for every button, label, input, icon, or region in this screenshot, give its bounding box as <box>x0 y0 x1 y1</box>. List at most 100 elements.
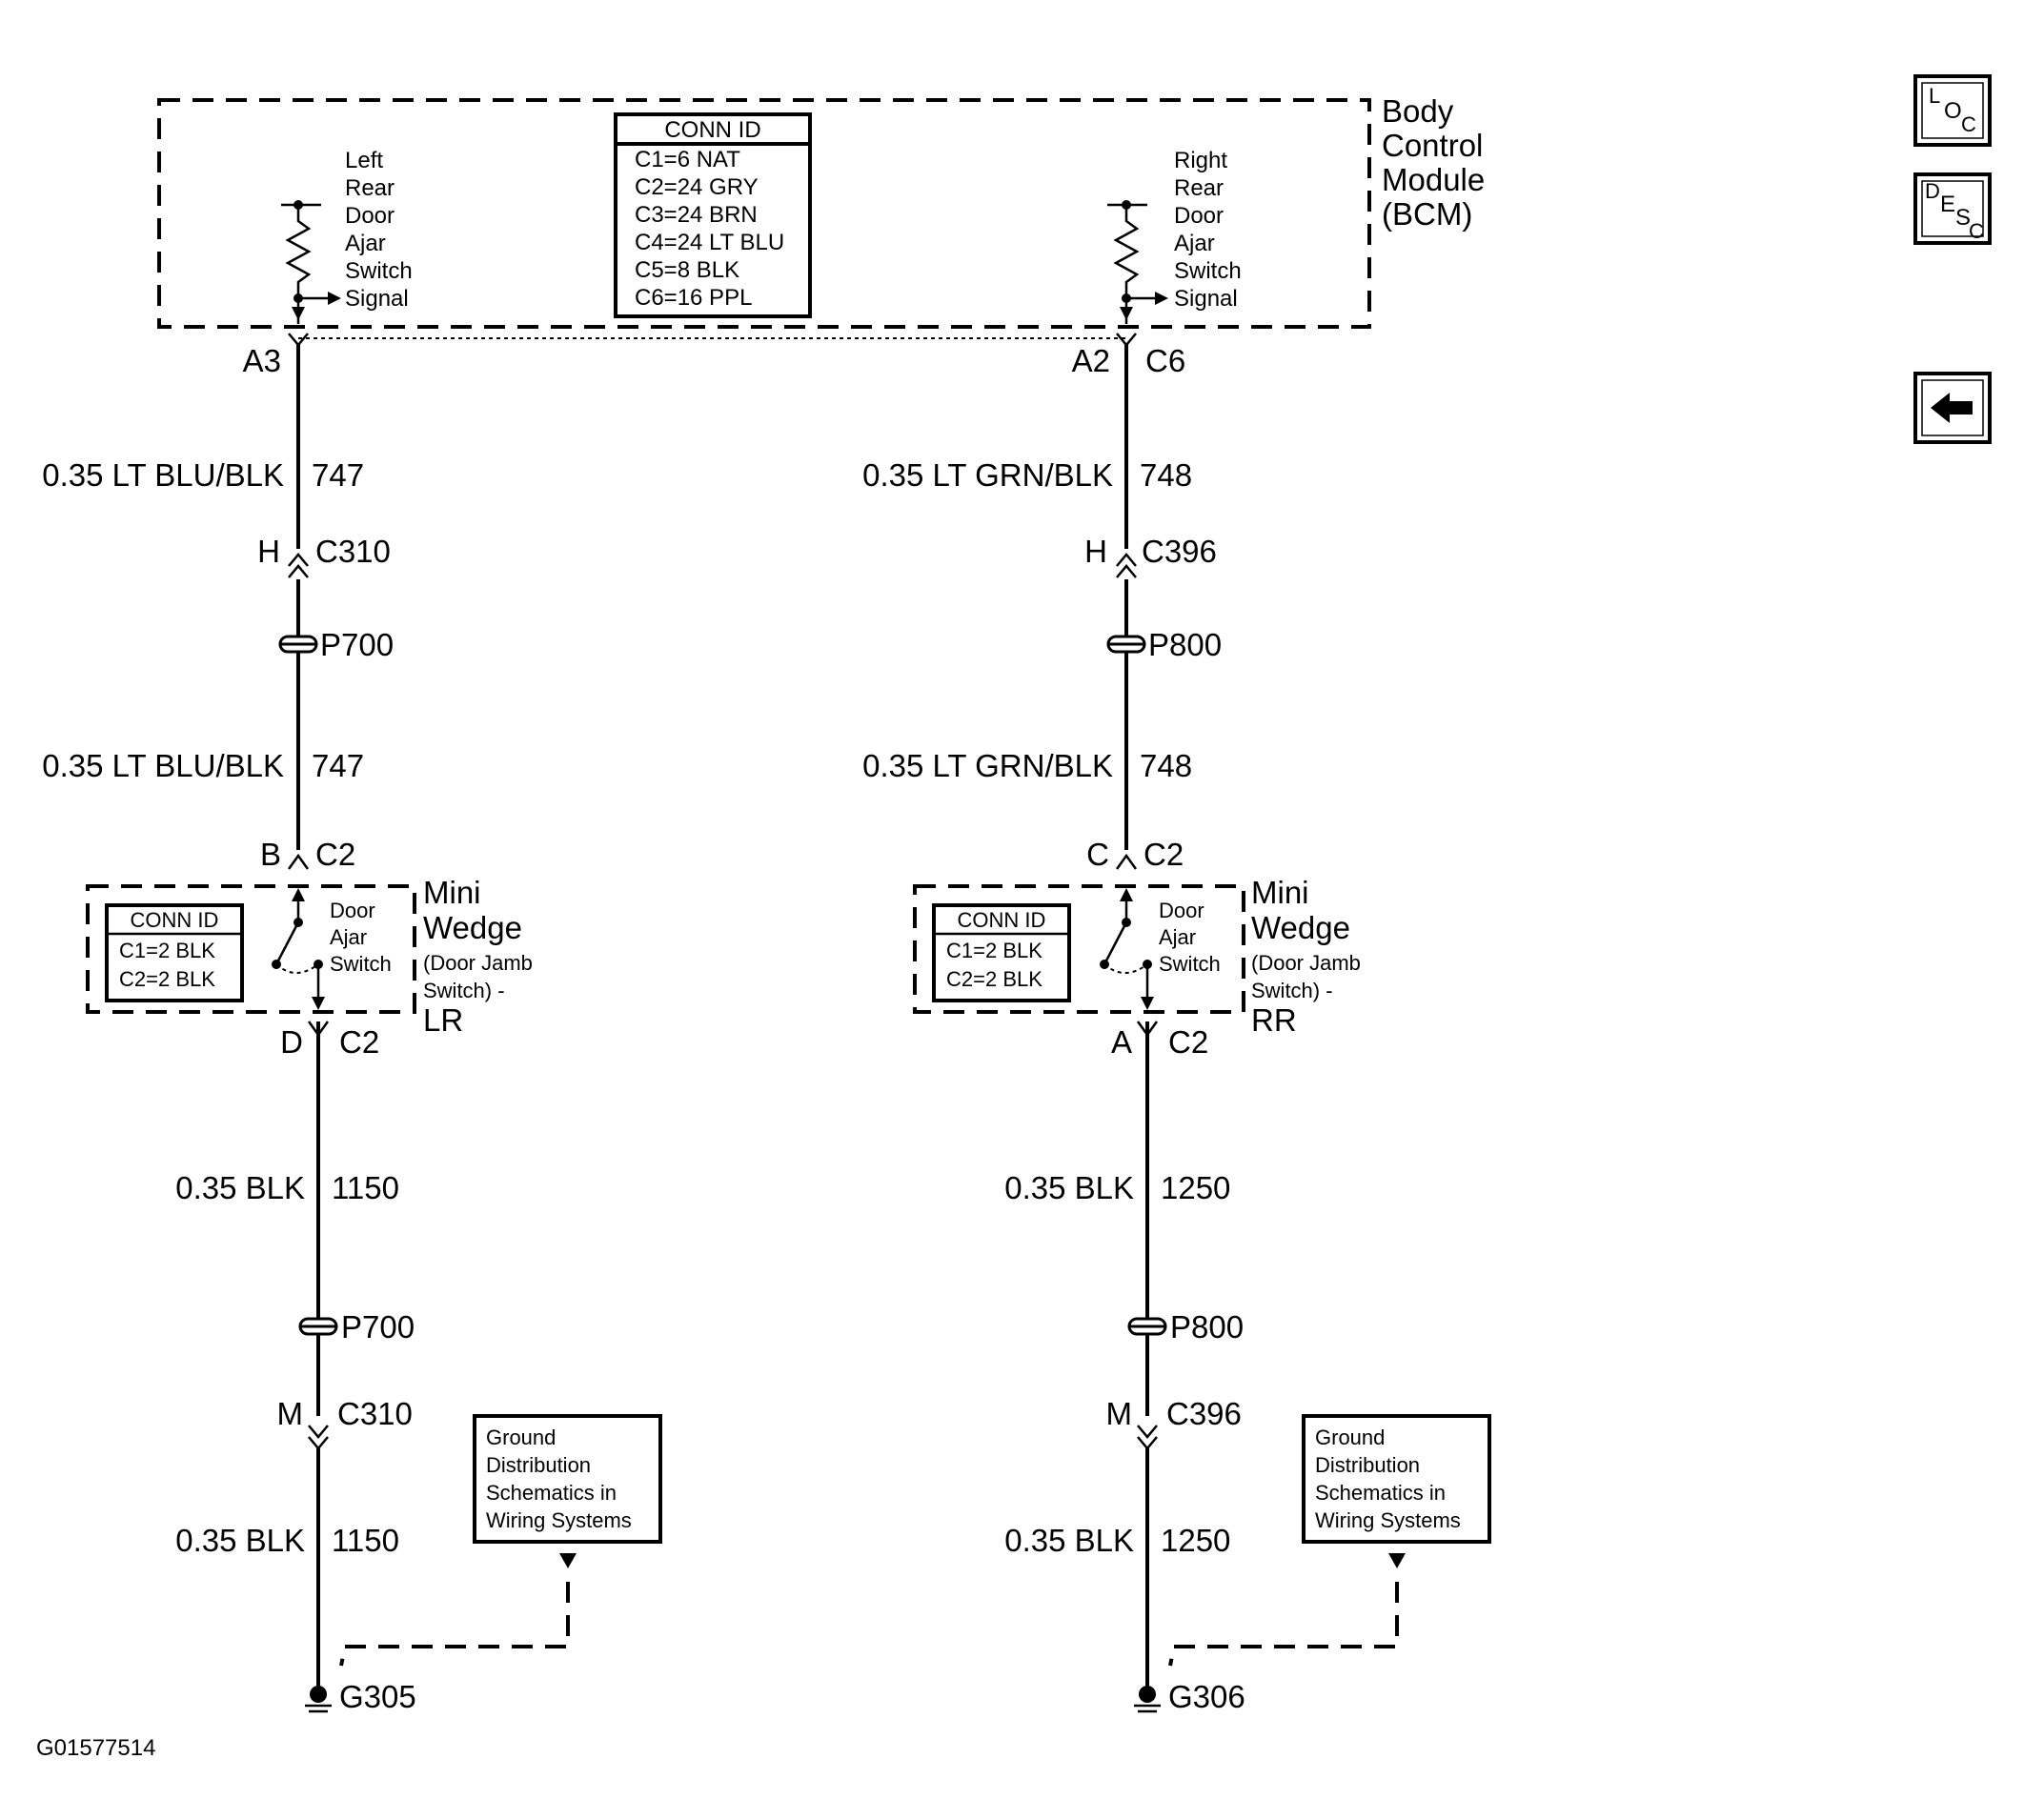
bcm-conn-id-table: CONN ID C1=6 NAT C2=24 GRY C3=24 BRN C4=… <box>614 112 812 318</box>
right-switch-sub-line: Switch) - <box>1251 979 1333 1002</box>
right-switch-in-symbol <box>1115 853 1138 870</box>
right-wire2-circuit: 748 <box>1140 748 1192 783</box>
loc-icon[interactable]: L O C <box>1913 74 1992 147</box>
desc-icon-letter: C <box>1969 219 1984 243</box>
left-wire4-circuit: 1150 <box>332 1523 399 1558</box>
left-wire3-circuit: 1150 <box>332 1170 399 1205</box>
right-conn1-id: C396 <box>1142 534 1217 569</box>
left-wire4-size-color: 0.35 BLK <box>175 1523 305 1558</box>
bcm-conn-id-row: C5=8 BLK <box>635 257 739 283</box>
bcm-title-line: (BCM) <box>1382 196 1472 232</box>
bcm-conn-id-row: C2=24 GRY <box>635 174 759 200</box>
right-switch-in-id: C2 <box>1144 837 1184 872</box>
right-switch-conn-row: C1=2 BLK <box>946 939 1042 962</box>
bcm-conn-id-row: C6=16 PPL <box>635 285 752 311</box>
right-bcm-conn: C6 <box>1145 343 1185 378</box>
left-switch-conn-header: CONN ID <box>131 908 219 932</box>
loc-icon-letter: C <box>1961 112 1976 136</box>
left-switch-label-line: Door <box>330 899 375 922</box>
bcm-module: Body Control Module (BCM) CONN ID C1=6 N… <box>157 93 1485 339</box>
right-switch-conn-row: C2=2 BLK <box>946 967 1042 991</box>
left-switch-conn-row: C2=2 BLK <box>119 967 215 991</box>
left-switch-name-line: Wedge <box>423 910 522 945</box>
right-switch-conn-header: CONN ID <box>958 908 1046 932</box>
right-signal-label-line: Rear <box>1174 175 1224 201</box>
desc-icon-letter: E <box>1940 192 1955 217</box>
right-switch-out-id: C2 <box>1168 1024 1208 1060</box>
right-circuit: A2 C6 0.35 LT GRN/BLK 748 H C396 P800 0.… <box>862 333 1491 1714</box>
right-signal-label-line: Door <box>1174 203 1224 229</box>
right-conn2-symbol <box>1137 1425 1158 1450</box>
left-splice1-label: P700 <box>320 627 394 662</box>
left-conn2-id: C310 <box>337 1396 413 1431</box>
right-wire1-size-color: 0.35 LT GRN/BLK <box>862 457 1113 493</box>
right-ground-symbol <box>1134 1686 1161 1713</box>
left-wire1-circuit: 747 <box>312 457 364 493</box>
left-splice2-symbol <box>298 1317 338 1336</box>
right-ground-note-line: Wiring Systems <box>1315 1508 1461 1532</box>
right-switch-in-pin: C <box>1086 837 1109 872</box>
left-signal-circuit: Left Rear Door Ajar Switch Signal <box>281 148 413 324</box>
left-switch-name-line: Mini <box>423 875 481 910</box>
loc-icon-letter: O <box>1944 98 1962 124</box>
bcm-title-line: Body <box>1382 93 1454 129</box>
right-wire3-circuit: 1250 <box>1161 1170 1230 1205</box>
left-wire2-circuit: 747 <box>312 748 364 783</box>
right-signal-label-line: Ajar <box>1174 231 1215 256</box>
left-wire2-size-color: 0.35 LT BLU/BLK <box>42 748 284 783</box>
left-ground-note-line: Wiring Systems <box>486 1508 632 1532</box>
desc-icon-letter: S <box>1955 205 1971 231</box>
right-ground-note-line: Ground <box>1315 1426 1385 1449</box>
left-switch-out-pin: D <box>280 1024 303 1060</box>
right-switch-name-line: Mini <box>1251 875 1309 910</box>
left-switch-conn-row: C1=2 BLK <box>119 939 215 962</box>
right-wire4-size-color: 0.35 BLK <box>1004 1523 1134 1558</box>
back-arrow-icon[interactable] <box>1913 372 1992 444</box>
left-signal-label-line: Rear <box>345 175 395 201</box>
left-switch-outline <box>86 884 416 1014</box>
right-signal-label-line: Switch <box>1174 258 1242 284</box>
right-switch-outline <box>913 884 1245 1014</box>
bcm-conn-id-row: C4=24 LT BLU <box>635 230 784 255</box>
bcm-conn-id-row: C3=24 BRN <box>635 202 758 228</box>
bcm-title-line: Module <box>1382 162 1485 197</box>
left-conn1-pin: H <box>257 534 280 569</box>
left-ground-label: G305 <box>339 1679 416 1714</box>
right-splice2-symbol <box>1127 1317 1167 1336</box>
right-ground-note-line: Schematics in <box>1315 1481 1446 1505</box>
left-signal-label-line: Ajar <box>345 231 386 256</box>
left-conn1-symbol <box>288 553 309 578</box>
left-ground-note: Ground Distribution Schematics in Wiring… <box>339 1414 662 1667</box>
left-switch-out-symbol <box>307 1021 330 1038</box>
right-switch-sub-line: (Door Jamb <box>1251 951 1361 975</box>
right-door-ajar-switch: CONN ID C1=2 BLK C2=2 BLK Door Ajar Swit… <box>913 884 1245 1014</box>
left-splice2-label: P700 <box>341 1309 415 1345</box>
left-ground-symbol <box>305 1686 332 1713</box>
right-bcm-pin-symbol <box>1116 333 1137 347</box>
right-splice2-label: P800 <box>1170 1309 1244 1345</box>
right-ground-label: G306 <box>1168 1679 1245 1714</box>
figure-id: G01577514 <box>36 1735 155 1761</box>
right-switch-sub-line: RR <box>1251 1002 1297 1038</box>
loc-icon-letter: L <box>1929 84 1940 108</box>
left-conn2-symbol <box>308 1425 329 1450</box>
right-wire2-size-color: 0.35 LT GRN/BLK <box>862 748 1113 783</box>
left-door-ajar-switch: CONN ID C1=2 BLK C2=2 BLK Door Ajar Swit… <box>86 884 416 1014</box>
right-ground-note: Ground Distribution Schematics in Wiring… <box>1168 1414 1491 1667</box>
right-switch-label-line: Switch <box>1159 952 1221 976</box>
left-switch-in-pin: B <box>260 837 281 872</box>
left-ground-note-line: Schematics in <box>486 1481 617 1505</box>
right-ground-note-line: Distribution <box>1315 1453 1420 1477</box>
bcm-conn-id-header: CONN ID <box>664 117 760 143</box>
right-signal-label-line: Signal <box>1174 286 1238 312</box>
right-wire4-circuit: 1250 <box>1161 1523 1230 1558</box>
left-signal-label-line: Switch <box>345 258 413 284</box>
left-circuit: A3 0.35 LT BLU/BLK 747 H C310 P700 0.35 … <box>42 333 662 1714</box>
desc-icon[interactable]: D E S C <box>1913 172 1992 245</box>
left-switch-in-id: C2 <box>315 837 355 872</box>
right-switch-label-line: Door <box>1159 899 1204 922</box>
left-splice1-symbol <box>278 635 318 654</box>
right-wire1-circuit: 748 <box>1140 457 1192 493</box>
desc-icon-letter: D <box>1925 179 1940 203</box>
